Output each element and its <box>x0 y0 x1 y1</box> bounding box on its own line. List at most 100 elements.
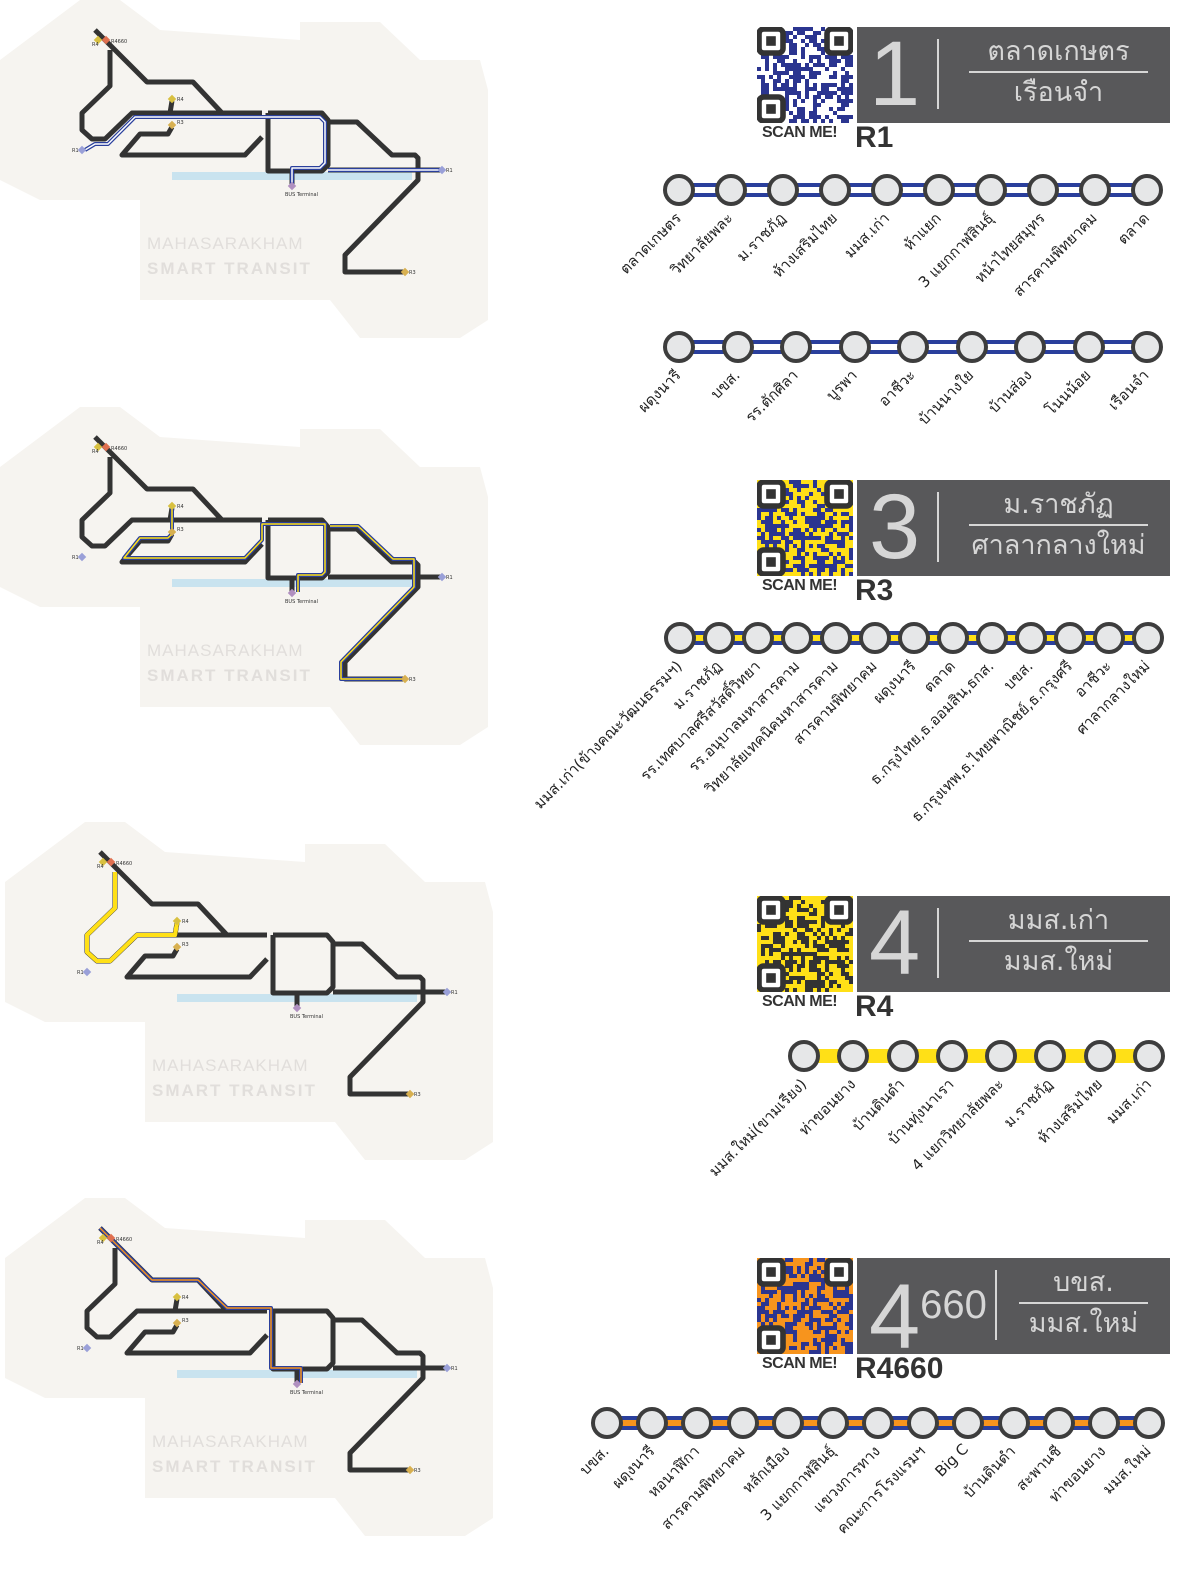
station-marker[interactable] <box>862 1407 894 1439</box>
qr-code-icon[interactable] <box>757 1258 853 1354</box>
station-marker[interactable] <box>663 174 695 206</box>
qr-code-icon[interactable] <box>757 896 853 992</box>
station-marker[interactable] <box>1131 331 1163 363</box>
divider <box>937 492 939 562</box>
route-destination: เรือนจำ <box>1013 77 1104 108</box>
station-marker[interactable] <box>591 1407 623 1439</box>
station-marker[interactable] <box>715 174 747 206</box>
station-line: มมส.ใหม่(ขามเรียง)ท่าขอนยางบ้านดินดำบ้าน… <box>705 1040 1165 1180</box>
station-marker[interactable] <box>1054 622 1086 654</box>
station-marker[interactable] <box>681 1407 714 1439</box>
map-label-r4: R4 <box>177 504 184 510</box>
stop-marker <box>167 94 177 104</box>
station-marker[interactable] <box>955 331 988 363</box>
qr-code-icon[interactable] <box>757 480 853 576</box>
highlight-route-core <box>99 1227 302 1383</box>
station-marker[interactable] <box>837 1040 870 1072</box>
stop-marker <box>93 35 103 45</box>
route-origin: ตลาดเกษตร <box>969 33 1148 73</box>
station-marker[interactable] <box>898 622 930 654</box>
station-marker[interactable] <box>1079 174 1111 206</box>
stop-marker <box>101 442 111 452</box>
station-marker[interactable] <box>859 622 891 654</box>
map-label-r4-start: R4 <box>97 1240 104 1246</box>
station-marker[interactable] <box>1132 622 1164 654</box>
route-destination: ศาลากลางใหม่ <box>971 530 1146 561</box>
station-marker[interactable] <box>975 174 1007 206</box>
stop-marker <box>437 165 447 175</box>
station-marker[interactable] <box>1083 1040 1116 1072</box>
station-marker[interactable] <box>1034 1040 1067 1072</box>
route-code: R4 <box>855 990 894 1023</box>
station-marker[interactable] <box>1133 1407 1165 1439</box>
highlight-route-core <box>85 872 179 963</box>
highlight-route-core <box>123 508 326 592</box>
station-marker[interactable] <box>819 174 851 206</box>
station-marker[interactable] <box>820 622 852 654</box>
route-endpoints: บขส.มมส.ใหม่ <box>1007 1264 1160 1344</box>
station-marker[interactable] <box>897 331 929 363</box>
station-marker[interactable] <box>636 1407 669 1439</box>
route-code: R4660 <box>855 1352 944 1385</box>
station-marker[interactable] <box>1015 622 1047 654</box>
station-marker[interactable] <box>721 331 754 363</box>
station-marker[interactable] <box>1014 331 1046 363</box>
station-marker[interactable] <box>788 1040 820 1072</box>
route-number: 4 <box>869 888 920 998</box>
route-number-main: 1 <box>869 23 921 125</box>
station-marker[interactable] <box>1042 1407 1075 1439</box>
qr-code-icon[interactable] <box>757 27 853 123</box>
station-marker[interactable] <box>1093 622 1125 654</box>
map-label-r4: R4 <box>182 919 189 925</box>
station-marker[interactable] <box>952 1407 985 1439</box>
map-label-r1: R1 <box>77 1346 84 1352</box>
station-marker[interactable] <box>780 331 812 363</box>
station-marker[interactable] <box>1072 331 1105 363</box>
map-label-terminal: BUS Terminal <box>290 1014 323 1020</box>
station-marker[interactable] <box>816 1407 849 1439</box>
route-number: 1 <box>869 19 920 129</box>
map-label-r1-east: R1 <box>451 1366 458 1372</box>
station-marker[interactable] <box>937 622 969 654</box>
station-marker[interactable] <box>726 1407 759 1439</box>
station-marker[interactable] <box>742 622 774 654</box>
stop-marker <box>400 267 410 277</box>
map-label-r4660: R4660 <box>116 861 132 867</box>
station-label: บ้านนางใย <box>914 366 978 429</box>
map-background <box>0 0 488 338</box>
station-marker[interactable] <box>781 622 813 654</box>
station-marker[interactable] <box>1087 1407 1120 1439</box>
station-marker[interactable] <box>1133 1040 1165 1072</box>
map-label-r3: R3 <box>414 1468 421 1474</box>
station-marker[interactable] <box>771 1407 804 1439</box>
route-origin: บขส. <box>1019 1264 1148 1304</box>
station-marker[interactable] <box>1027 174 1059 206</box>
station-marker[interactable] <box>838 331 871 363</box>
station-marker[interactable] <box>663 331 695 363</box>
station-marker[interactable] <box>1131 174 1163 206</box>
stop-marker <box>101 35 111 45</box>
station-marker[interactable] <box>976 622 1008 654</box>
station-label: รร.ตักศิลา <box>741 366 802 427</box>
station-marker[interactable] <box>767 174 799 206</box>
station-marker[interactable] <box>664 622 696 654</box>
route-endpoints: ม.ราชภัฏศาลากลางใหม่ <box>957 486 1160 566</box>
route-origin: ม.ราชภัฏ <box>969 486 1148 526</box>
station-marker[interactable] <box>703 622 735 654</box>
route-segment <box>124 947 269 980</box>
route-segment <box>124 1323 269 1356</box>
station-marker[interactable] <box>935 1040 968 1072</box>
route-number-main: 4 <box>869 1266 921 1368</box>
stop-marker <box>292 1003 302 1013</box>
station-marker[interactable] <box>871 174 903 206</box>
station-marker[interactable] <box>923 174 955 206</box>
stop-marker <box>167 120 177 130</box>
stop-marker <box>400 674 410 684</box>
station-marker[interactable] <box>985 1040 1018 1072</box>
station-marker[interactable] <box>907 1407 940 1439</box>
station-label: บูรพา <box>822 366 861 405</box>
station-marker[interactable] <box>997 1407 1030 1439</box>
station-marker[interactable] <box>886 1040 919 1072</box>
